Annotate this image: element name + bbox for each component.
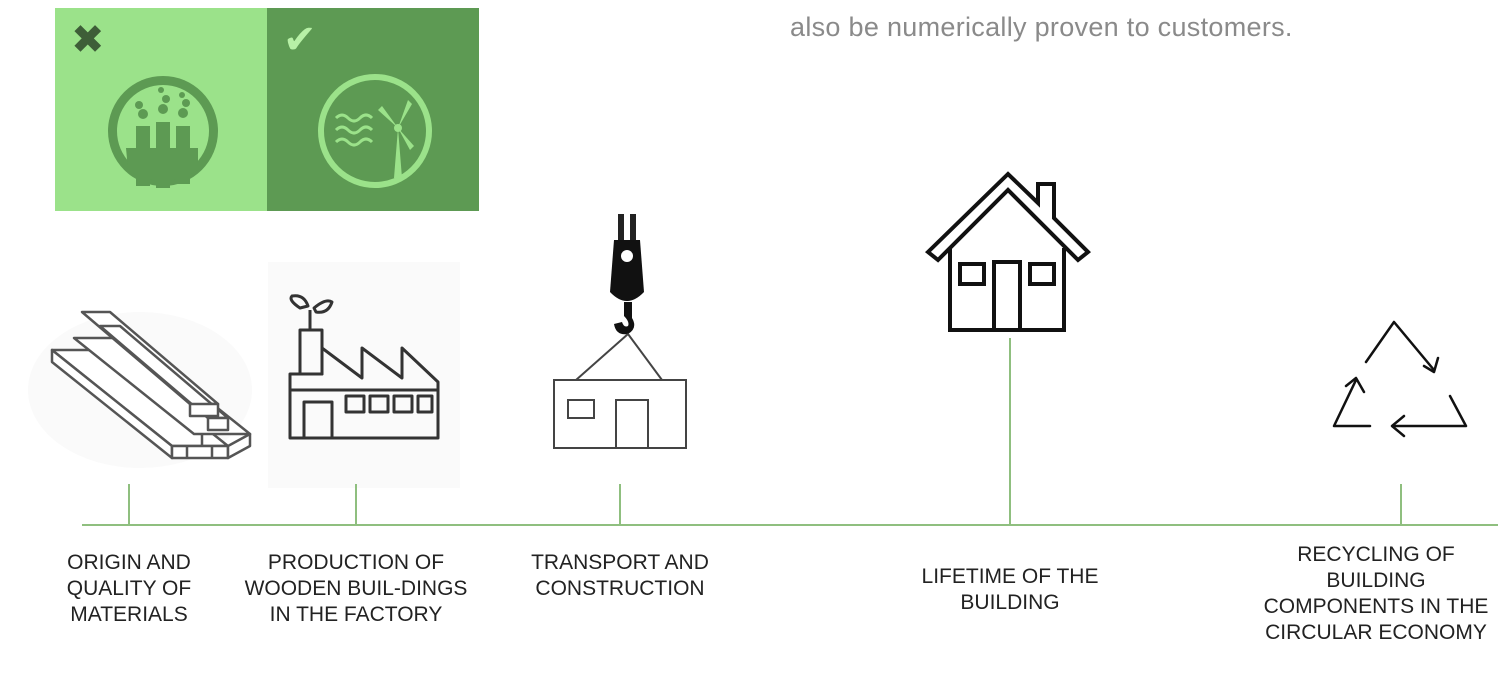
cross-icon: ✖: [71, 18, 105, 62]
renewable-energy-panel: ✔: [267, 8, 479, 211]
energy-comparison-panel: ✖ ✔: [55, 8, 479, 211]
intro-text: also be numerically proven to customers.: [790, 12, 1293, 42]
timeline-tick-transport: [619, 484, 621, 524]
lifecycle-timeline: [82, 524, 1498, 526]
timeline-tick-recycling: [1400, 484, 1402, 524]
timeline-tick-lifetime: [1009, 338, 1011, 524]
stage-label-recycling: RECYCLING OF BUILDING COMPONENTS IN THE …: [1263, 543, 1489, 644]
fossil-energy-panel: ✖: [55, 8, 267, 211]
stage-label-production: PRODUCTION OF WOODEN BUIL-DINGS IN THE F…: [244, 551, 468, 626]
recycle-icon: [1332, 320, 1468, 438]
stacked-timber-icon: [28, 310, 252, 468]
stage-label-transport: TRANSPORT AND CONSTRUCTION: [531, 551, 709, 600]
intro-text-clip: also be numerically proven to customers.: [790, 0, 1490, 46]
crane-hook-module-icon: [553, 214, 687, 449]
stage-label-origin: ORIGIN AND QUALITY OF MATERIALS: [66, 551, 192, 626]
check-icon: ✔: [283, 18, 317, 62]
wind-turbine-icon: [318, 74, 432, 188]
house-icon: [924, 171, 1091, 332]
timeline-tick-origin: [128, 484, 130, 524]
eco-factory-icon: [288, 294, 440, 440]
smoking-chimneys-icon: [108, 76, 218, 188]
stage-label-lifetime: LIFETIME OF THE BUILDING: [921, 565, 1099, 614]
timeline-tick-production: [355, 484, 357, 524]
